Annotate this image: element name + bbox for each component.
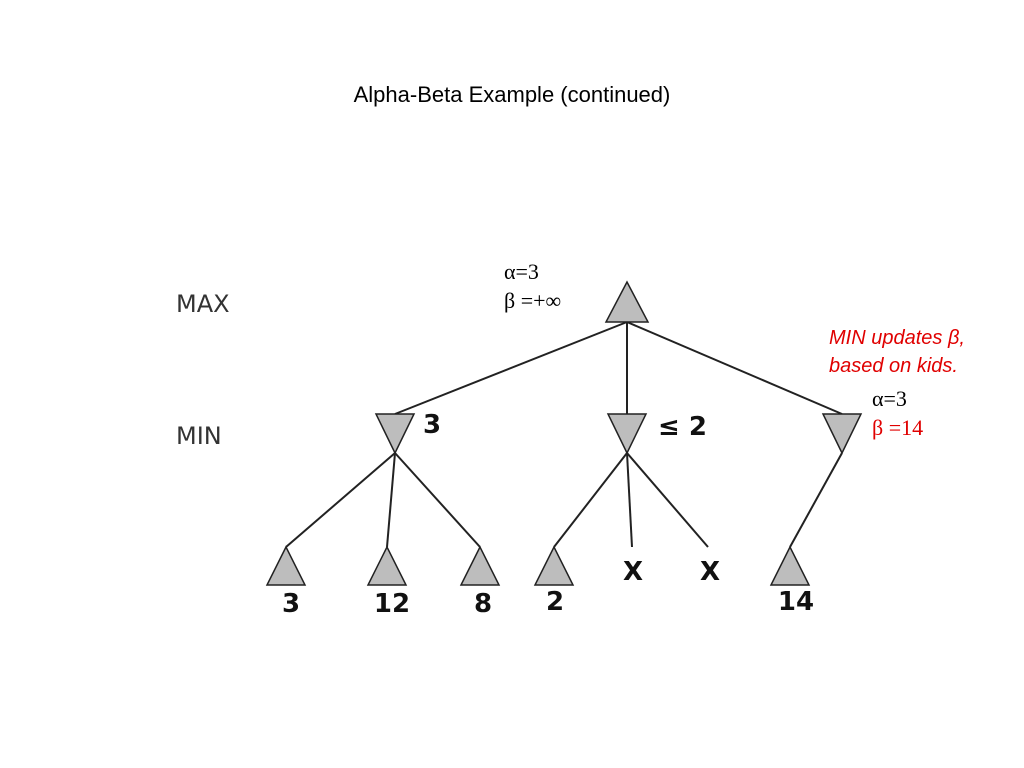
leaf-node-3 [459,545,501,586]
leaf-value-1: 3 [282,589,300,619]
page-title: Alpha-Beta Example (continued) [353,82,671,107]
min-node-1 [374,413,416,455]
min-node-2-value: ≤ 2 [658,412,707,442]
leaf-node-1 [265,545,307,586]
leaf-value-4: 2 [546,587,564,617]
edge-min1-leaf2 [386,452,396,548]
edge-min2-leaf5 [626,452,633,548]
min-node-3 [821,413,863,455]
root-max-node [604,280,650,323]
root-alpha: α=3 [504,259,539,284]
edge-min1-leaf1 [285,452,396,548]
leaf-node-4 [533,545,575,586]
leaf-value-3: 8 [474,589,492,619]
leaf-value-7: 14 [778,587,814,617]
edge-min3-leaf7 [789,452,843,548]
leaf-node-2 [366,545,408,586]
right-node-alpha: α=3 [872,386,907,411]
pruned-leaf-6: X [700,557,720,587]
note-line-2: based on kids. [829,355,958,377]
root-beta: β =+∞ [504,288,562,313]
min-node-2 [606,413,648,455]
edge-min2-leaf6 [626,452,709,548]
pruned-leaf-5: X [623,557,643,587]
edge-root-min3 [626,321,843,415]
right-node-beta: β =14 [872,415,924,440]
max-level-label: MAX [176,290,230,318]
leaf-node-7 [769,545,811,586]
edge-min1-leaf3 [394,452,481,548]
edge-min2-leaf4 [553,452,628,548]
leaf-value-2: 12 [374,589,410,619]
min-node-1-value: 3 [423,410,441,440]
edge-root-min1 [394,321,628,415]
note-line-1: MIN updates β, [829,327,965,349]
min-level-label: MIN [176,422,222,450]
